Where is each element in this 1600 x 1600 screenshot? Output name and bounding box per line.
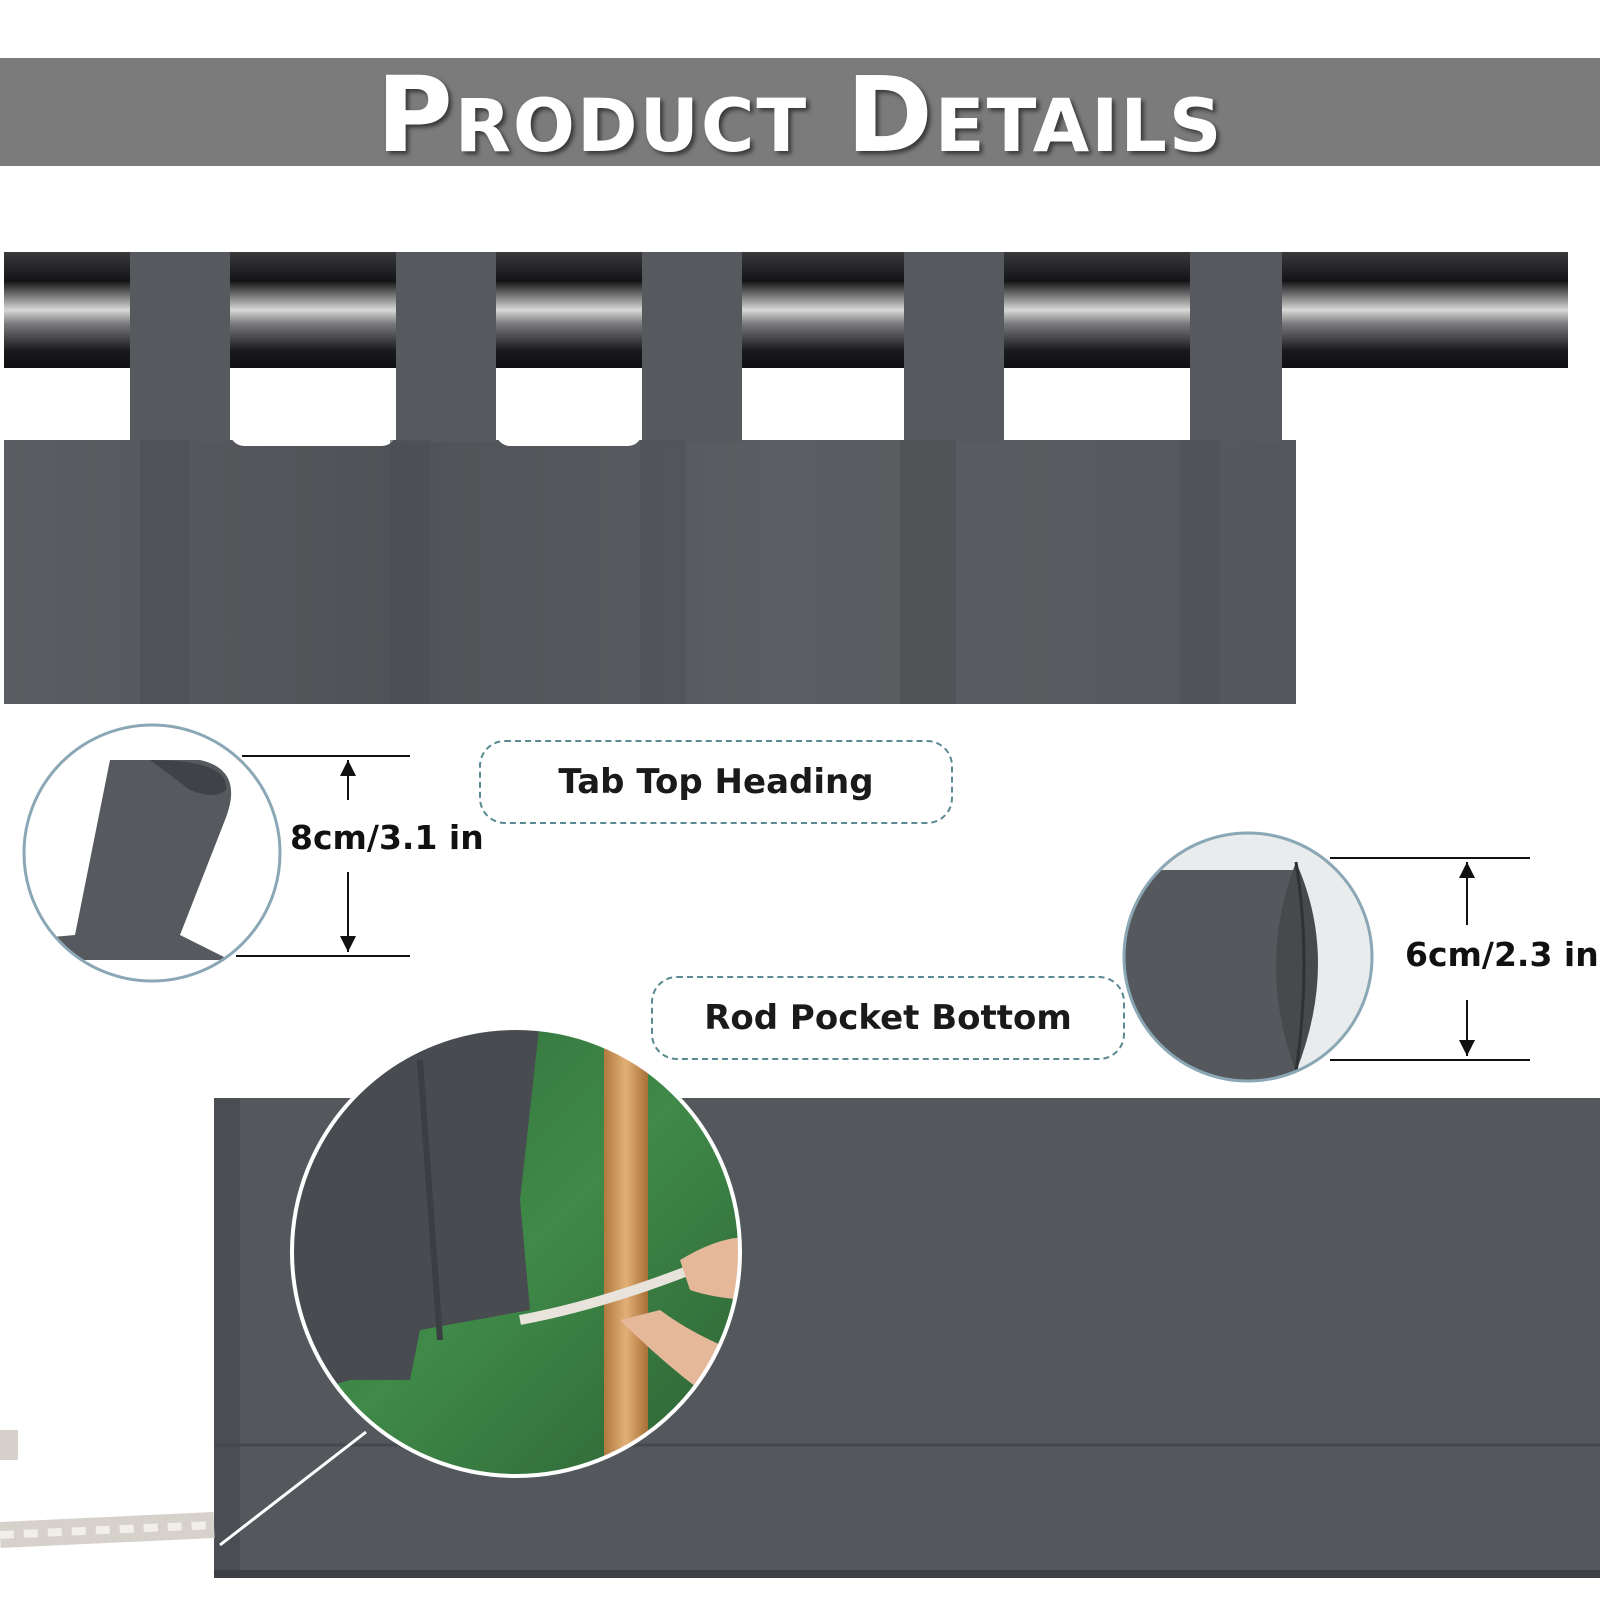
tab-top-heading-label: Tab Top Heading [558,762,874,802]
title-banner: Product Details [0,54,1600,176]
bottom-panel [0,1098,1600,1578]
tab-zoom-circle [22,723,282,983]
curtain-tab [130,252,230,442]
tab-top-heading-callout: Tab Top Heading [479,740,953,824]
curtain-tab [1190,252,1282,442]
arrow-down-icon [1459,1040,1475,1056]
leader-line [219,1430,367,1547]
pocket-height-label: 6cm/2.3 in [1405,935,1599,974]
rope-tie-zoom-circle [290,1026,742,1478]
curtain-tab [396,252,496,442]
rod-pocket-bottom-callout: Rod Pocket Bottom [651,976,1125,1060]
curtain-tab [904,252,1004,442]
banner-title: Product Details [376,54,1224,176]
arrow-up-icon [1459,862,1475,878]
curtain-panel [4,252,1296,704]
arrow-up-icon [340,760,356,776]
rod-pocket-bottom-label: Rod Pocket Bottom [704,998,1072,1038]
curtain-rod [4,252,1568,368]
curtain-tab [642,252,742,442]
tab-height-label: 8cm/3.1 in [290,818,484,857]
arrow-down-icon [340,936,356,952]
pocket-zoom-circle [1122,831,1374,1083]
